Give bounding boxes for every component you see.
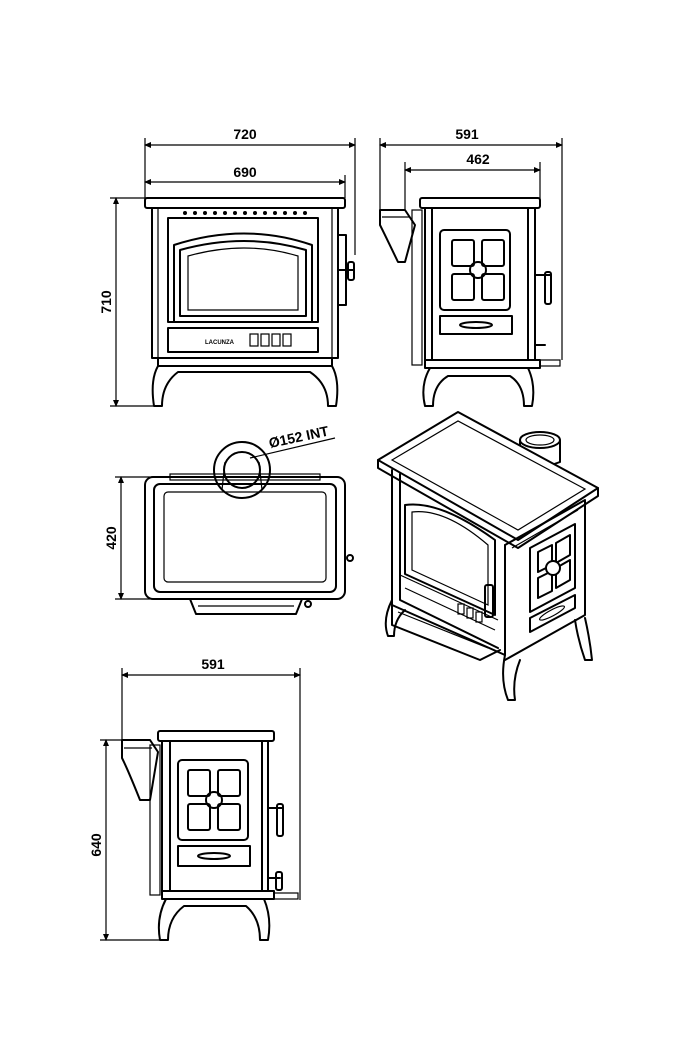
air-control-slots [249,333,292,347]
top-view: Ø152 INT 420 [103,423,354,615]
side-view-2: 591 640 [88,656,301,941]
window-panes [451,239,505,301]
dim-side2-depth: 591 [201,656,225,672]
dim-front-height: 710 [98,290,114,314]
dim-side-depth-outer: 591 [455,126,479,142]
dim-front-width-inner: 690 [233,164,257,180]
side-view: 591 462 [379,126,563,407]
dim-side-depth-inner: 462 [466,151,490,167]
air-vent-dots [183,211,307,215]
side2-window-panes [187,769,241,831]
dim-side2-height: 640 [88,833,104,857]
brand-label: LACUNZA [205,340,235,346]
dim-top-depth: 420 [103,526,119,550]
iso-air-slots [457,603,483,623]
dim-front-width-outer: 720 [233,126,257,142]
isometric-view [377,411,599,701]
front-view: 720 690 710 [98,126,356,407]
